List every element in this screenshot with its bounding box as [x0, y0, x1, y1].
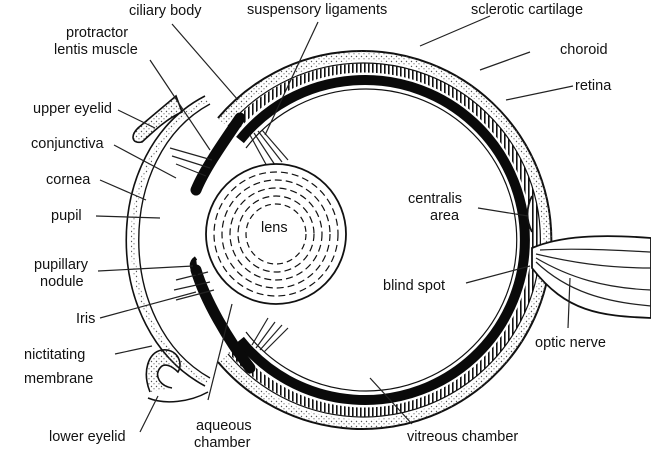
leader-choroid [480, 52, 530, 70]
label-aqueous-line1: aqueous [196, 418, 252, 434]
leader-pupillary-nodule [98, 266, 193, 271]
label-centralis-line2: area [430, 208, 460, 224]
label-conjunctiva: conjunctiva [31, 136, 104, 152]
label-nictitating-line2: membrane [24, 371, 93, 387]
label-lower-eyelid: lower eyelid [49, 429, 126, 445]
label-lens: lens [261, 220, 288, 236]
label-upper-eyelid: upper eyelid [33, 101, 112, 117]
label-optic-nerve: optic nerve [535, 335, 606, 351]
label-pupil: pupil [51, 208, 82, 224]
label-nictitating-line1: nictitating [24, 347, 85, 363]
label-pupillary-line2: nodule [40, 274, 84, 290]
label-pupillary-line1: pupillary [34, 257, 89, 273]
label-ciliary-body: ciliary body [129, 3, 202, 19]
leader-retina [506, 86, 573, 100]
label-suspensory-ligaments: suspensory ligaments [247, 2, 387, 18]
optic-nerve-shape [532, 236, 651, 318]
label-iris: Iris [76, 311, 95, 327]
label-centralis-line1: centralis [408, 191, 462, 207]
label-vitreous-chamber: vitreous chamber [407, 429, 518, 445]
leader-lower-eyelid [140, 396, 158, 432]
label-protractor-line1: protractor [66, 25, 128, 41]
leader-ciliary-body [172, 24, 238, 100]
label-cornea: cornea [46, 172, 91, 188]
label-retina: retina [575, 78, 612, 94]
label-protractor-line2: lentis muscle [54, 42, 138, 58]
leader-sclerotic-cartilage [420, 16, 490, 46]
label-choroid: choroid [560, 42, 608, 58]
label-sclerotic-cartilage: sclerotic cartilage [471, 2, 583, 18]
upper-eyelid-shape [133, 96, 182, 142]
leader-nictitating [115, 346, 152, 354]
label-blind-spot: blind spot [383, 278, 445, 294]
label-aqueous-line2: chamber [194, 435, 251, 451]
